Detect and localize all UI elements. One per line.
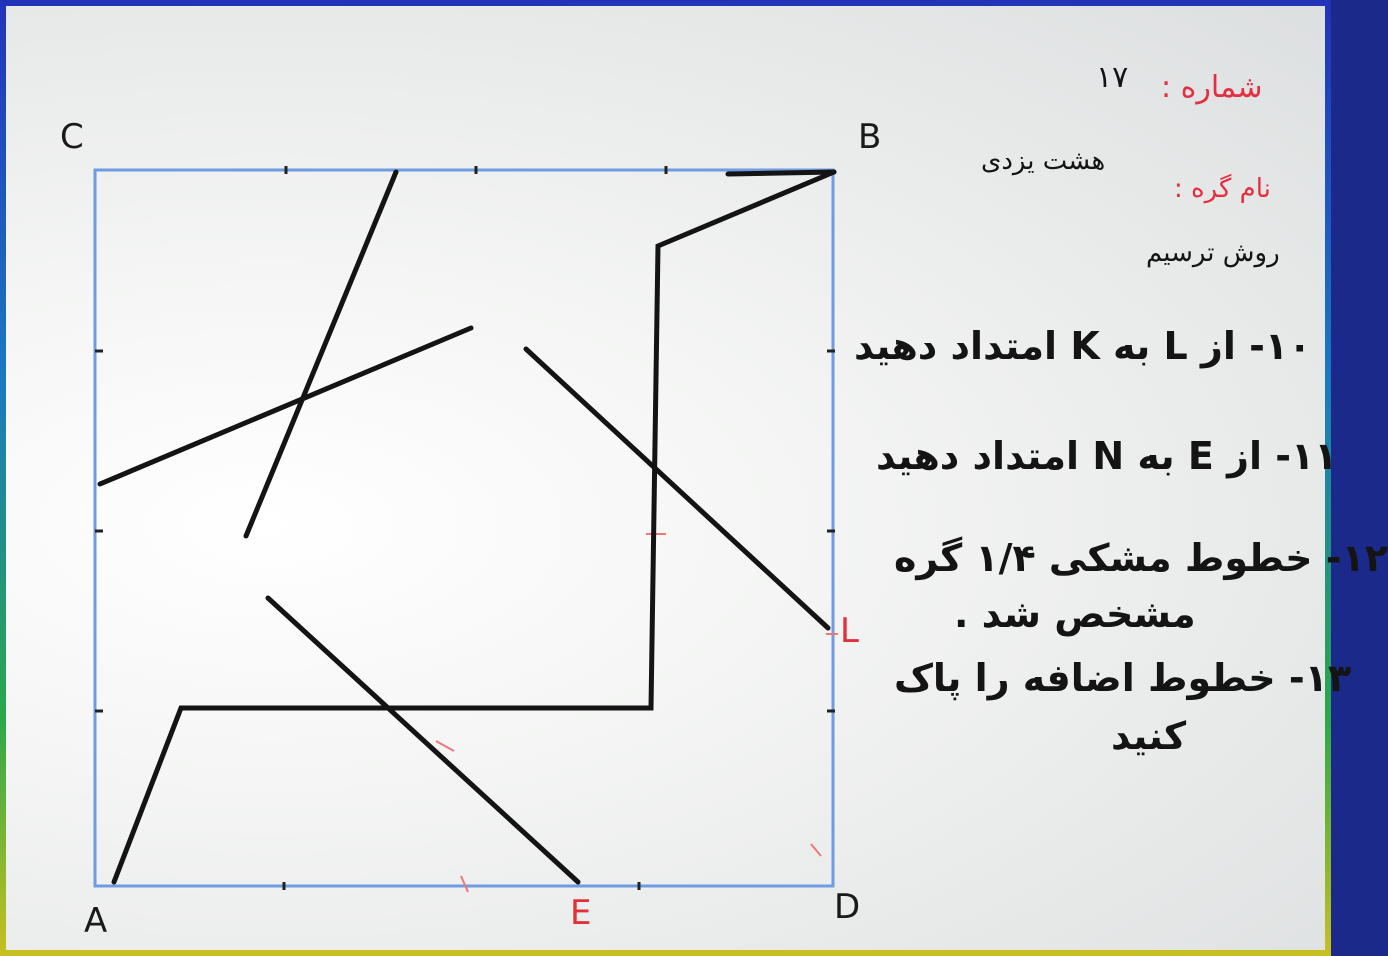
note-step-12-line2: مشخص شد . (954, 592, 1196, 636)
label-point-e: E (570, 893, 592, 933)
line-left-crossing (97, 325, 474, 487)
label-point-l: L (840, 611, 859, 651)
note-step-10: ۱۰- از L به K امتداد دهید (854, 324, 1312, 368)
line-top-right-tick (725, 169, 837, 177)
blue-square-frame (93, 168, 835, 888)
whiteboard: C B A D E L شماره : ۱۷ نام گره : هشت یزد… (6, 6, 1388, 950)
label-corner-c: C (60, 117, 84, 157)
label-corner-d: D (834, 887, 861, 927)
note-method-title: روش ترسیم (1146, 238, 1280, 268)
note-number-label: شماره : (1161, 70, 1263, 105)
label-corner-b: B (858, 117, 882, 157)
line-step-path (111, 169, 837, 885)
note-step-13-line2: کنید (1111, 714, 1187, 758)
note-number-value: ۱۷ (1096, 60, 1129, 95)
note-group-label: نام گره : (1174, 174, 1271, 204)
red-marks (435, 533, 838, 893)
line-lower-diagonal (265, 595, 581, 885)
geometry-drawing (93, 166, 838, 893)
tick-marks (95, 166, 835, 890)
label-corner-a: A (84, 901, 108, 941)
note-group-value: هشت یزدی (981, 146, 1106, 176)
note-step-13-line1: ۱۳- خطوط اضافه را پاک (894, 656, 1352, 700)
line-right-diagonal (523, 346, 831, 631)
note-step-11: ۱۱- از E به N امتداد دهید (876, 434, 1338, 478)
note-step-12-line1: ۱۲- خطوط مشکی ۱/۴ گره (894, 536, 1388, 580)
line-long-diagonal-1 (243, 169, 399, 539)
black-lines (97, 169, 837, 885)
